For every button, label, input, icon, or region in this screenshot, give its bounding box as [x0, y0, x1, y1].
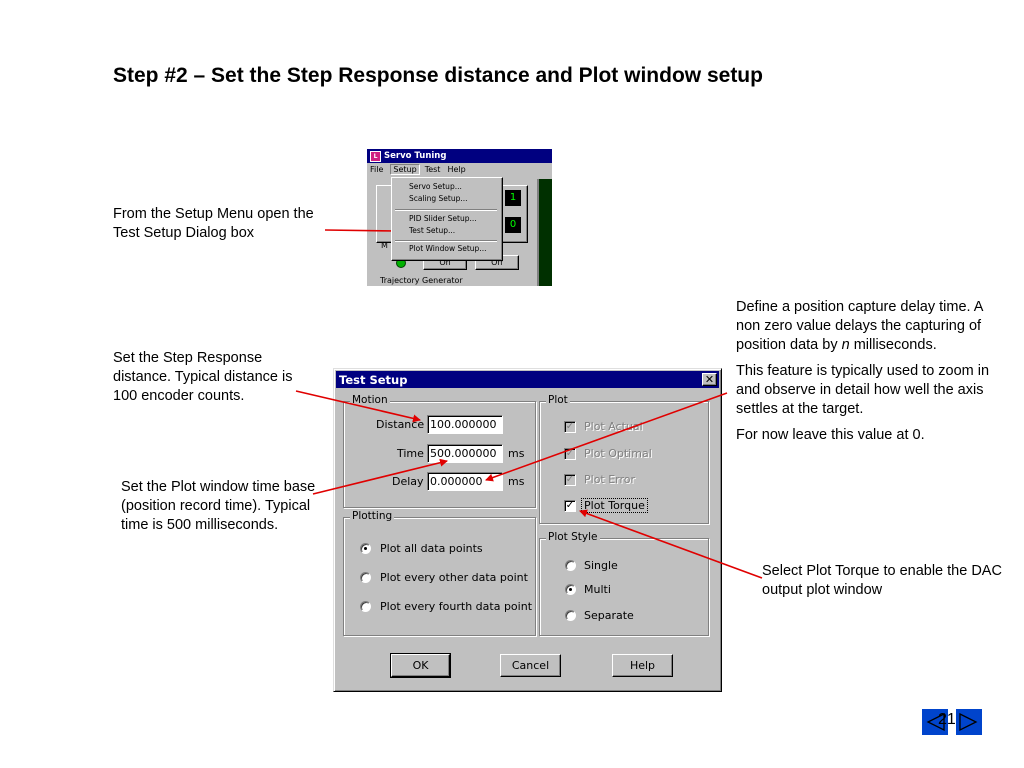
- plot-error-checkbox[interactable]: ✓: [564, 474, 576, 486]
- note-delay-p1-a: Define a position capture delay time. A …: [736, 299, 983, 353]
- plotting-group-label: Plotting: [350, 510, 395, 522]
- menu-item-pid-slider-setup[interactable]: PID Slider Setup...: [409, 214, 477, 223]
- dialog-title: Test Setup: [339, 372, 408, 387]
- servo-group-m-label: M: [381, 241, 388, 250]
- note-plot-time-text: Set the Plot window time base (position …: [121, 479, 316, 533]
- style-separate-label: Separate: [584, 609, 634, 622]
- note-step-response: Set the Step Response distance. Typical …: [113, 349, 313, 406]
- plot-optimal-label: Plot Optimal: [584, 447, 652, 460]
- style-single-radio[interactable]: [565, 560, 576, 571]
- plot-every-other-radio[interactable]: [360, 572, 371, 583]
- note-delay-p2: This feature is typically used to zoom i…: [736, 363, 990, 417]
- help-button[interactable]: Help: [612, 654, 673, 677]
- delay-label: Delay: [392, 475, 424, 488]
- note-plot-time: Set the Plot window time base (position …: [121, 478, 331, 535]
- menu-item-test-setup[interactable]: Test Setup...: [409, 226, 456, 235]
- note-delay-p1-n: n: [841, 337, 850, 353]
- slide-title: Step #2 – Set the Step Response distance…: [113, 64, 763, 87]
- menu-separator: [395, 240, 497, 242]
- menu-setup[interactable]: Setup: [390, 163, 420, 175]
- plot-group-label: Plot: [546, 394, 570, 406]
- motion-group-label: Motion: [350, 394, 390, 406]
- plot-actual-checkbox[interactable]: ✓: [564, 421, 576, 433]
- distance-label: Distance: [376, 418, 425, 431]
- style-multi-label: Multi: [584, 583, 611, 596]
- test-setup-dialog: Test Setup ✕ Motion Distance 100.000000 …: [333, 368, 722, 692]
- next-slide-button[interactable]: [956, 709, 982, 735]
- menu-item-servo-setup[interactable]: Servo Setup...: [409, 182, 462, 191]
- menu-help[interactable]: Help: [447, 164, 466, 174]
- servo-tuning-window: L Servo Tuning File Setup Test Help 1 0 …: [366, 148, 552, 286]
- servo-title: Servo Tuning: [384, 151, 447, 161]
- note-delay-p1-b: milliseconds.: [853, 337, 937, 353]
- plot-every-fourth-radio[interactable]: [360, 601, 371, 612]
- note-delay-p1: Define a position capture delay time. A …: [736, 298, 996, 355]
- plot-every-other-label: Plot every other data point: [380, 571, 528, 584]
- menu-file[interactable]: File: [370, 164, 384, 174]
- servo-titlebar: L Servo Tuning: [367, 149, 552, 163]
- servo-led-1: 1: [505, 190, 521, 206]
- style-separate-radio[interactable]: [565, 610, 576, 621]
- setup-dropdown-menu: Servo Setup... Scaling Setup... PID Slid…: [391, 177, 503, 261]
- ok-button[interactable]: OK: [390, 653, 451, 678]
- note-step-response-text: Set the Step Response distance. Typical …: [113, 350, 293, 404]
- plot-error-label: Plot Error: [584, 473, 636, 486]
- plot-every-fourth-label: Plot every fourth data point: [380, 600, 533, 613]
- delay-unit-label: ms: [508, 475, 525, 488]
- plot-all-radio[interactable]: [360, 543, 371, 554]
- plot-actual-label: Plot Actual: [584, 420, 643, 433]
- cancel-button[interactable]: Cancel: [500, 654, 561, 677]
- time-label: Time: [397, 447, 424, 460]
- plot-torque-checkbox[interactable]: ✓: [564, 500, 576, 512]
- plot-torque-label[interactable]: Plot Torque: [581, 498, 648, 513]
- note-delay-p3: For now leave this value at 0.: [736, 427, 925, 443]
- page-number: 21: [938, 711, 956, 728]
- plot-optimal-checkbox[interactable]: ✓: [564, 448, 576, 460]
- plotting-group: Plotting: [343, 510, 536, 636]
- trajectory-group-label: Trajectory Generator: [380, 276, 463, 285]
- delay-input[interactable]: 0.000000: [427, 472, 503, 491]
- menu-separator: [395, 209, 497, 211]
- time-input[interactable]: 500.000000: [427, 444, 503, 463]
- distance-input[interactable]: 100.000000: [427, 415, 503, 434]
- plot-all-label: Plot all data points: [380, 542, 483, 555]
- plot-style-group-label: Plot Style: [546, 531, 600, 543]
- left-arrow-icon: [926, 712, 945, 732]
- style-multi-radio[interactable]: [565, 584, 576, 595]
- right-arrow-icon: [959, 712, 978, 732]
- close-icon[interactable]: ✕: [702, 373, 717, 386]
- time-unit-label: ms: [508, 447, 525, 460]
- menu-item-plot-window-setup[interactable]: Plot Window Setup...: [409, 244, 487, 253]
- servo-menubar: File Setup Test Help: [367, 163, 552, 175]
- note-torque: Select Plot Torque to enable the DAC out…: [762, 562, 1012, 600]
- menu-test[interactable]: Test: [424, 164, 441, 174]
- note-setup-menu: From the Setup Menu open the Test Setup …: [113, 205, 328, 243]
- note-delay: Define a position capture delay time. A …: [736, 298, 996, 452]
- style-single-label: Single: [584, 559, 618, 572]
- servo-plot-panel: [537, 179, 552, 286]
- prev-slide-button[interactable]: [922, 709, 948, 735]
- servo-led-2: 0: [505, 217, 521, 233]
- dialog-titlebar: Test Setup ✕: [336, 371, 719, 388]
- note-setup-menu-text: From the Setup Menu open the Test Setup …: [113, 206, 314, 241]
- note-torque-text: Select Plot Torque to enable the DAC out…: [762, 563, 1002, 598]
- app-icon: L: [370, 150, 381, 162]
- menu-item-scaling-setup[interactable]: Scaling Setup...: [409, 194, 468, 203]
